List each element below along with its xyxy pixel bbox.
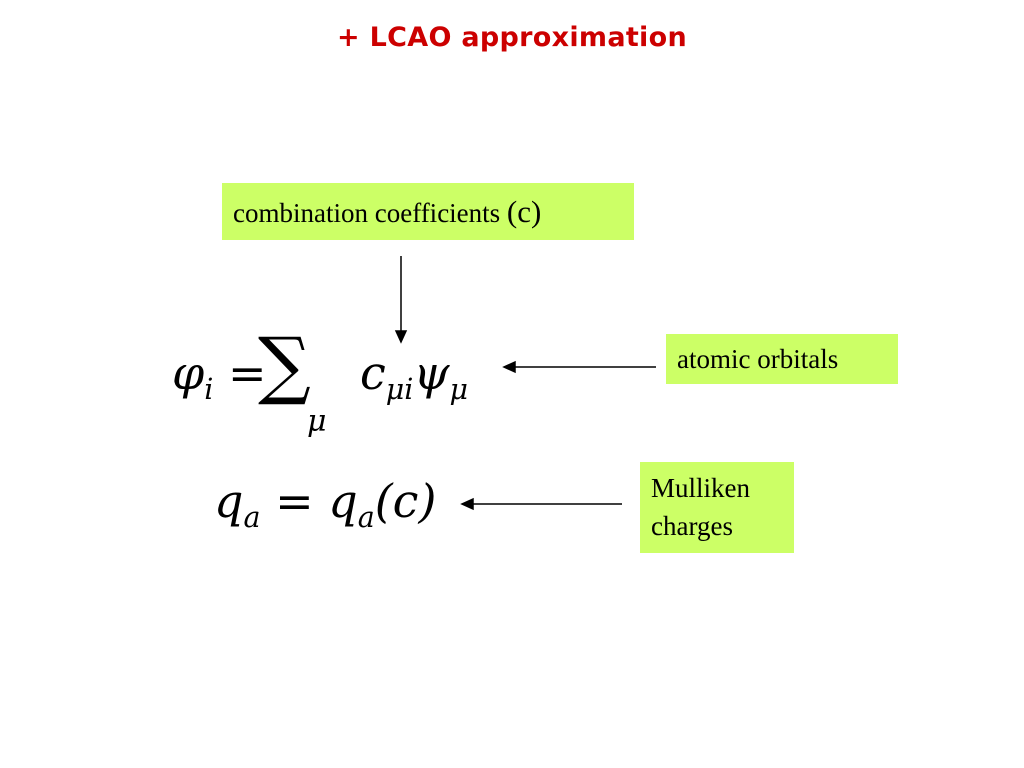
eq1-orb: ψ [413,346,450,400]
eq1-lhs: φi = [172,346,267,406]
eq1-coef: c [360,346,386,400]
equation-mulliken-charge: qa = qa(c) [214,474,454,534]
eq1-sum-sub: μ [307,404,327,439]
eq2-rhs-var: q [328,474,358,528]
arrow-mulliken-head [460,497,474,511]
equation-lcao-expansion: φi = ∑ μ cμiψμ [172,322,492,439]
callout-coefficients-text: combination coefficients [233,198,507,228]
eq1-equals: = [213,346,267,400]
slide-title: + LCAO approximation [337,22,687,53]
eq2-rhs-sub: a [357,500,375,534]
eq1-lhs-var: φ [172,346,205,400]
callout-mulliken-line2: charges [651,511,733,541]
callout-combination-coefficients: combination coefficients (c) [222,183,634,240]
eq1-orb-sub: μ [449,372,469,406]
eq1-rhs: cμiψμ [360,346,468,406]
eq1-lhs-sub: i [204,372,214,406]
eq1-coef-sub: μi [385,372,414,406]
eq1-sum-symbol: ∑ [258,322,311,408]
eq2-equals: = [260,474,329,528]
callout-orbitals-text: atomic orbitals [677,344,839,374]
callout-mulliken-line1: Mulliken [651,473,750,503]
callout-mulliken-charges: Mulliken charges [640,462,794,553]
callout-atomic-orbitals: atomic orbitals [666,334,898,384]
arrow-coefficients-head [394,330,408,344]
callout-coefficients-symbol: (c) [506,194,542,229]
arrow-orbitals-head [502,360,516,374]
eq2-lhs-var: q [214,474,244,528]
eq2-arg: (c) [374,474,437,528]
eq2-lhs-sub: a [243,500,261,534]
eq1-sum-index: μ [307,404,327,439]
